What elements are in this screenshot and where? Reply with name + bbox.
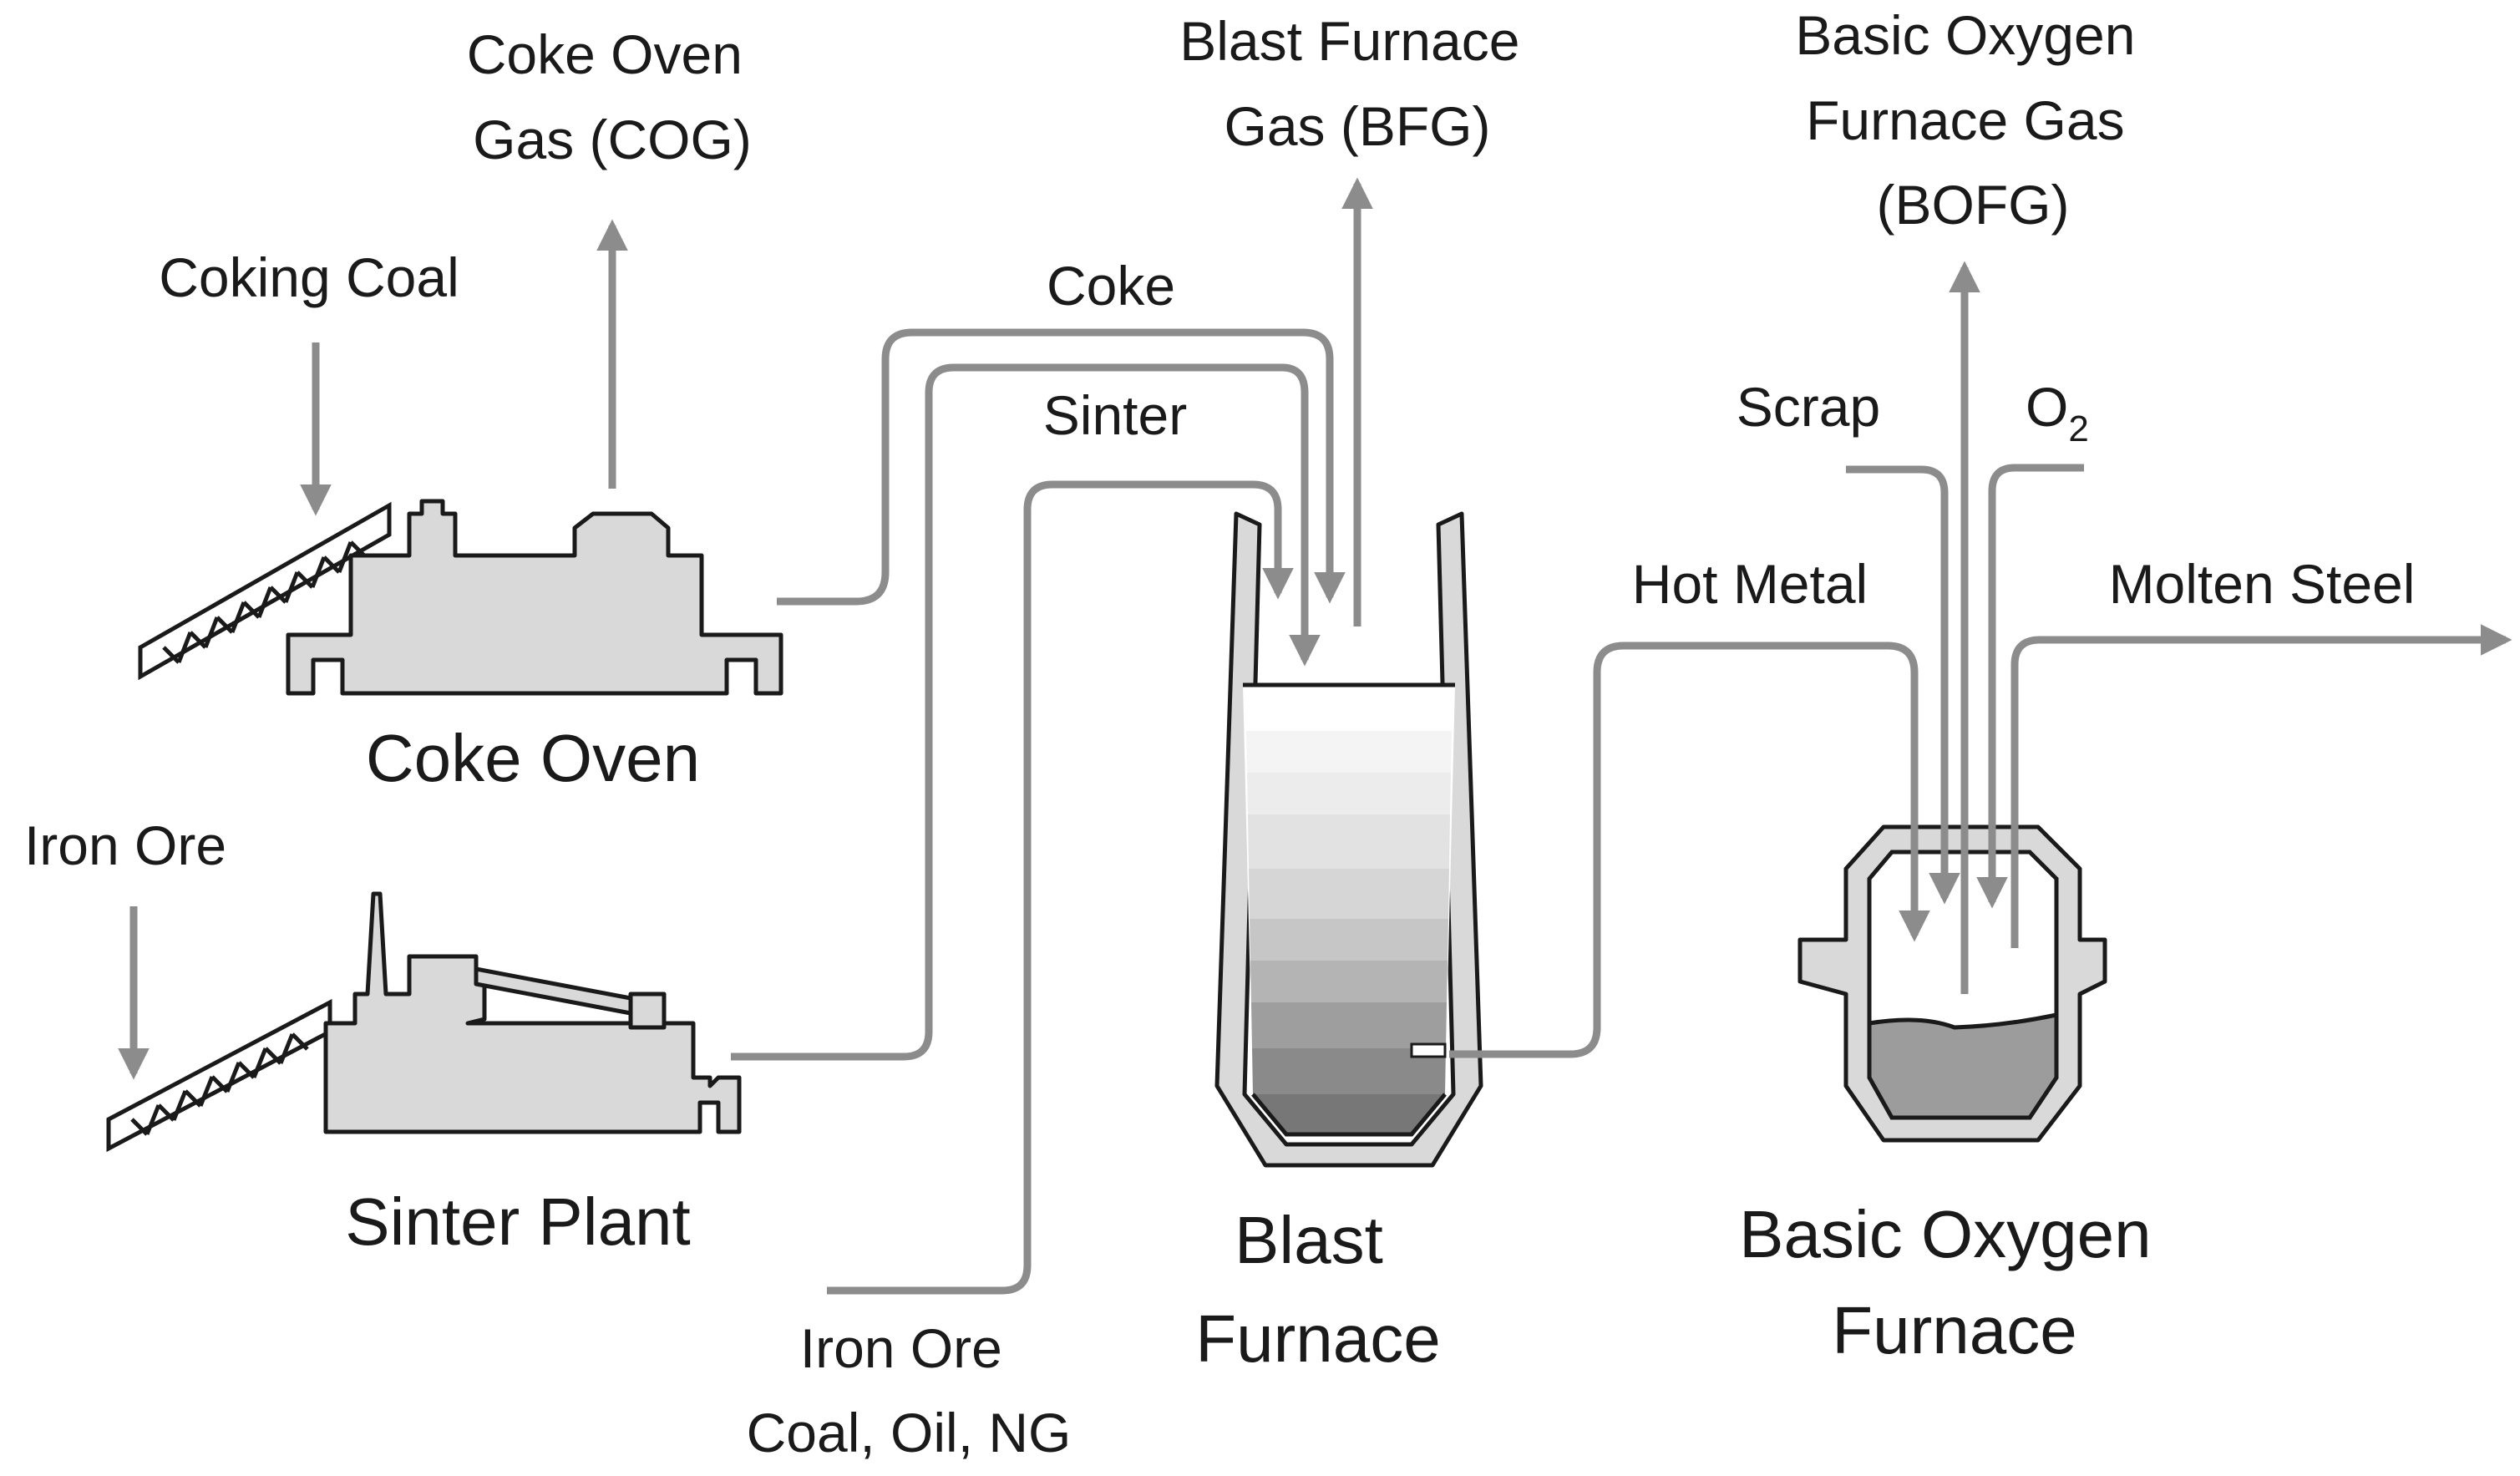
flow-scrap [1846, 465, 1960, 905]
label-coking-coal: Coking Coal [159, 246, 459, 308]
label-blast-furnace: Blast Furnace [1195, 1203, 1440, 1376]
blast-furnace-burden [1243, 682, 1455, 1137]
flow-o2 [1976, 464, 2084, 909]
label-cog: Coke Oven Gas (COG) [467, 23, 758, 170]
label-coke-oven: Coke Oven [366, 721, 700, 795]
flow-molten-steel [2010, 624, 2512, 948]
flow-hot-metal [1449, 642, 1930, 1058]
blast-furnace-taphole [1410, 1042, 1447, 1058]
label-bofg: Basic Oxygen Furnace Gas (BOFG) [1795, 4, 2151, 236]
label-o2-subscript: 2 [2068, 408, 2088, 449]
coke-oven-body [286, 499, 783, 696]
blast-furnace-unit [1214, 511, 1483, 1168]
sinter-plant-body [323, 891, 742, 1134]
label-o2: O2 [2026, 376, 2089, 449]
coke-oven-unit [138, 499, 783, 696]
sinter-plant-conveyor [106, 998, 332, 1153]
flow-coke [777, 328, 1346, 606]
label-basic-oxygen-furnace: Basic Oxygen Furnace [1739, 1197, 2170, 1367]
label-sinter: Sinter [1043, 384, 1187, 446]
sinter-plant-unit [106, 891, 742, 1153]
sinter-plant-strand [474, 966, 633, 1016]
label-coke: Coke [1047, 255, 1175, 317]
flow-iron-ore-coal-bf [827, 480, 1294, 1295]
sinter-plant-hood [628, 992, 667, 1030]
label-o2-symbol: O [2026, 376, 2068, 438]
flow-sinter [731, 363, 1321, 1061]
label-molten-steel: Molten Steel [2109, 553, 2416, 615]
label-hot-metal: Hot Metal [1632, 553, 1868, 615]
bof-unit [1797, 824, 2107, 1143]
bof-molten-steel [1867, 1012, 2059, 1120]
label-bfg: Blast Furnace Gas (BFG) [1179, 10, 1535, 157]
coke-oven-conveyor [138, 501, 392, 681]
blast-furnace-shell [1214, 511, 1483, 1168]
label-sinter-plant: Sinter Plant [345, 1184, 691, 1259]
label-scrap: Scrap [1737, 376, 1880, 438]
label-iron-ore-sinter: Iron Ore [24, 814, 226, 876]
label-iron-ore-coal-bf: Iron Ore Coal, Oil, NG [747, 1317, 1072, 1463]
